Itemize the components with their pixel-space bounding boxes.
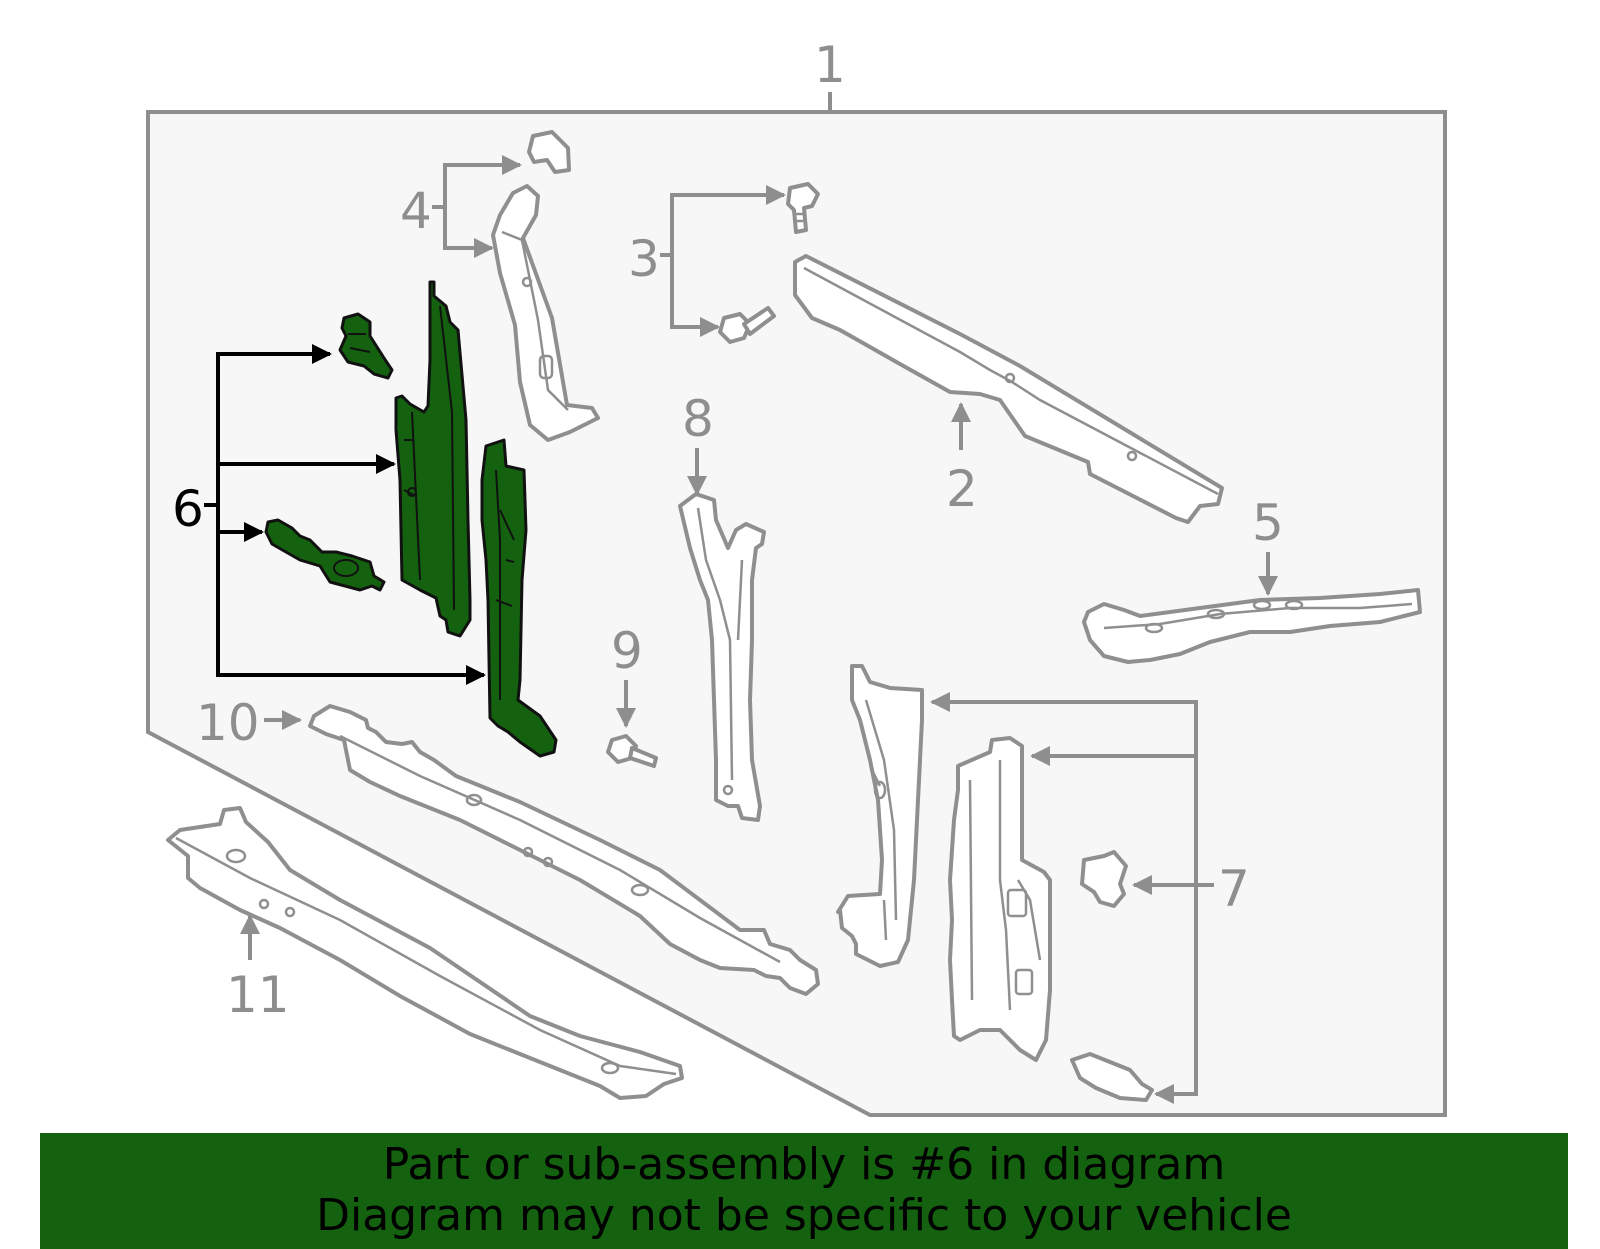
leader-3 <box>670 185 786 255</box>
callout-7[interactable]: 7 <box>1218 860 1250 918</box>
part-7-side-supports[interactable] <box>836 664 1154 1102</box>
callout-4[interactable]: 4 <box>400 182 432 240</box>
callout-10[interactable]: 10 <box>196 694 260 752</box>
leader-4 <box>443 155 522 207</box>
part-4-upper-bracket[interactable] <box>491 130 600 442</box>
part-6-air-guides[interactable] <box>264 280 558 758</box>
info-banner: Part or sub-assembly is #6 in diagram Di… <box>40 1133 1568 1249</box>
leader-7 <box>930 692 1198 885</box>
callout-5[interactable]: 5 <box>1252 494 1284 552</box>
leader-4b <box>443 207 494 258</box>
part-5-side-member[interactable] <box>1082 588 1422 664</box>
callout-2[interactable]: 2 <box>946 460 978 518</box>
callout-1[interactable]: 1 <box>814 36 846 94</box>
callout-8[interactable]: 8 <box>682 390 714 448</box>
callout-11[interactable]: 11 <box>226 966 290 1024</box>
part-8-center-brace[interactable] <box>678 492 766 822</box>
callout-9[interactable]: 9 <box>611 622 643 680</box>
callout-3[interactable]: 3 <box>628 230 660 288</box>
part-2-upper-support[interactable] <box>793 254 1224 524</box>
callout-6[interactable]: 6 <box>172 480 204 538</box>
leader-6 <box>216 344 332 505</box>
part-9-bolt[interactable] <box>606 734 658 768</box>
part-10-lower-support[interactable] <box>308 704 820 996</box>
part-11-lower-crossmember[interactable] <box>166 806 684 1100</box>
banner-line-1: Part or sub-assembly is #6 in diagram <box>382 1139 1226 1190</box>
part-3-bolts[interactable] <box>718 182 820 344</box>
banner-line-2: Diagram may not be specific to your vehi… <box>316 1190 1292 1241</box>
